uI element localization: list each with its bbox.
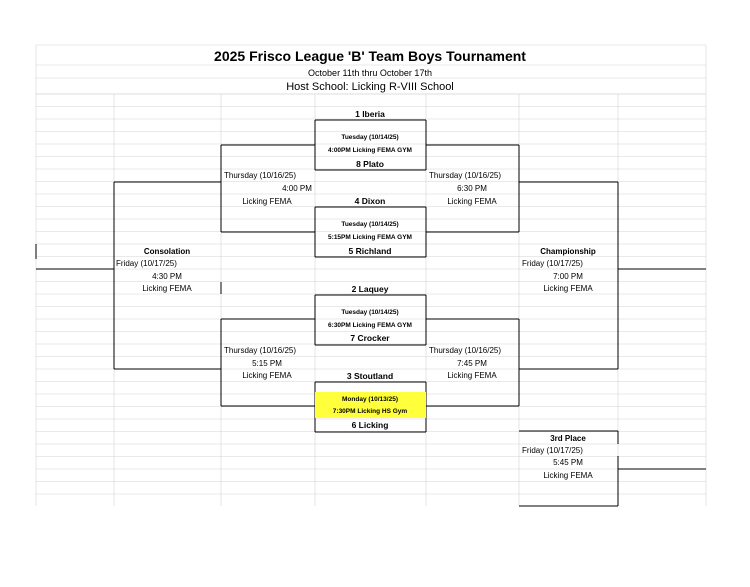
right-semi-2-time: 7:45 PM (457, 359, 487, 368)
team-5-richland: 5 Richland (348, 246, 392, 256)
left-semi-1-date: Thursday (10/16/25) (224, 171, 297, 180)
left-semi-1-time: 4:00 PM (282, 184, 312, 193)
team-8-plato: 8 Plato (356, 159, 384, 169)
team-1-iberia: 1 Iberia (355, 109, 385, 119)
left-semi-1-place: Licking FEMA (242, 197, 292, 206)
right-semi-2-place: Licking FEMA (447, 371, 497, 380)
consolation-time: 4:30 PM (152, 272, 182, 281)
third-place-time: 5:45 PM (553, 458, 583, 467)
game-1-date: Tuesday (10/14/25) (341, 134, 399, 141)
team-2-laquey: 2 Laquey (351, 284, 389, 294)
left-semi-2-time: 5:15 PM (252, 359, 282, 368)
third-place-date: Friday (10/17/25) (522, 446, 583, 455)
game-2-time: 5:15PM Licking FEMA GYM (328, 234, 412, 241)
game-3-date: Tuesday (10/14/25) (341, 309, 399, 316)
left-semi-2-date: Thursday (10/16/25) (224, 346, 297, 355)
championship-time: 7:00 PM (553, 272, 583, 281)
left-semi-2-place: Licking FEMA (242, 371, 292, 380)
page-title: 2025 Frisco League 'B' Team Boys Tournam… (214, 48, 526, 64)
date-range: October 11th thru October 17th (308, 68, 432, 78)
host-school: Host School: Licking R-VIII School (286, 81, 454, 93)
right-semi-1-date: Thursday (10/16/25) (429, 171, 502, 180)
team-7-crocker: 7 Crocker (350, 333, 390, 343)
game-4-time: 7:30PM Licking HS Gym (332, 408, 408, 415)
championship-date: Friday (10/17/25) (522, 259, 583, 268)
team-3-stoutland: 3 Stoutland (346, 371, 394, 381)
right-semi-1-place: Licking FEMA (447, 197, 497, 206)
game-4-date: Monday (10/13/25) (342, 396, 398, 403)
highlight-cell (315, 392, 426, 418)
game-1-time: 4:00PM Licking FEMA GYM (328, 147, 412, 154)
consolation-date: Friday (10/17/25) (116, 259, 177, 268)
team-6-licking: 6 Licking (351, 420, 389, 430)
third-place-place: Licking FEMA (543, 471, 593, 480)
right-semi-1-time: 6:30 PM (457, 184, 487, 193)
team-4-dixon: 4 Dixon (354, 196, 386, 206)
consolation-label: Consolation (143, 247, 191, 256)
right-semi-2-date: Thursday (10/16/25) (429, 346, 502, 355)
championship-place: Licking FEMA (543, 284, 593, 293)
championship-label: Championship (540, 247, 596, 256)
consolation-place: Licking FEMA (142, 284, 192, 293)
game-3-time: 6:30PM Licking FEMA GYM (328, 322, 412, 329)
game-2-date: Tuesday (10/14/25) (341, 221, 399, 228)
third-place-label: 3rd Place (550, 434, 586, 443)
